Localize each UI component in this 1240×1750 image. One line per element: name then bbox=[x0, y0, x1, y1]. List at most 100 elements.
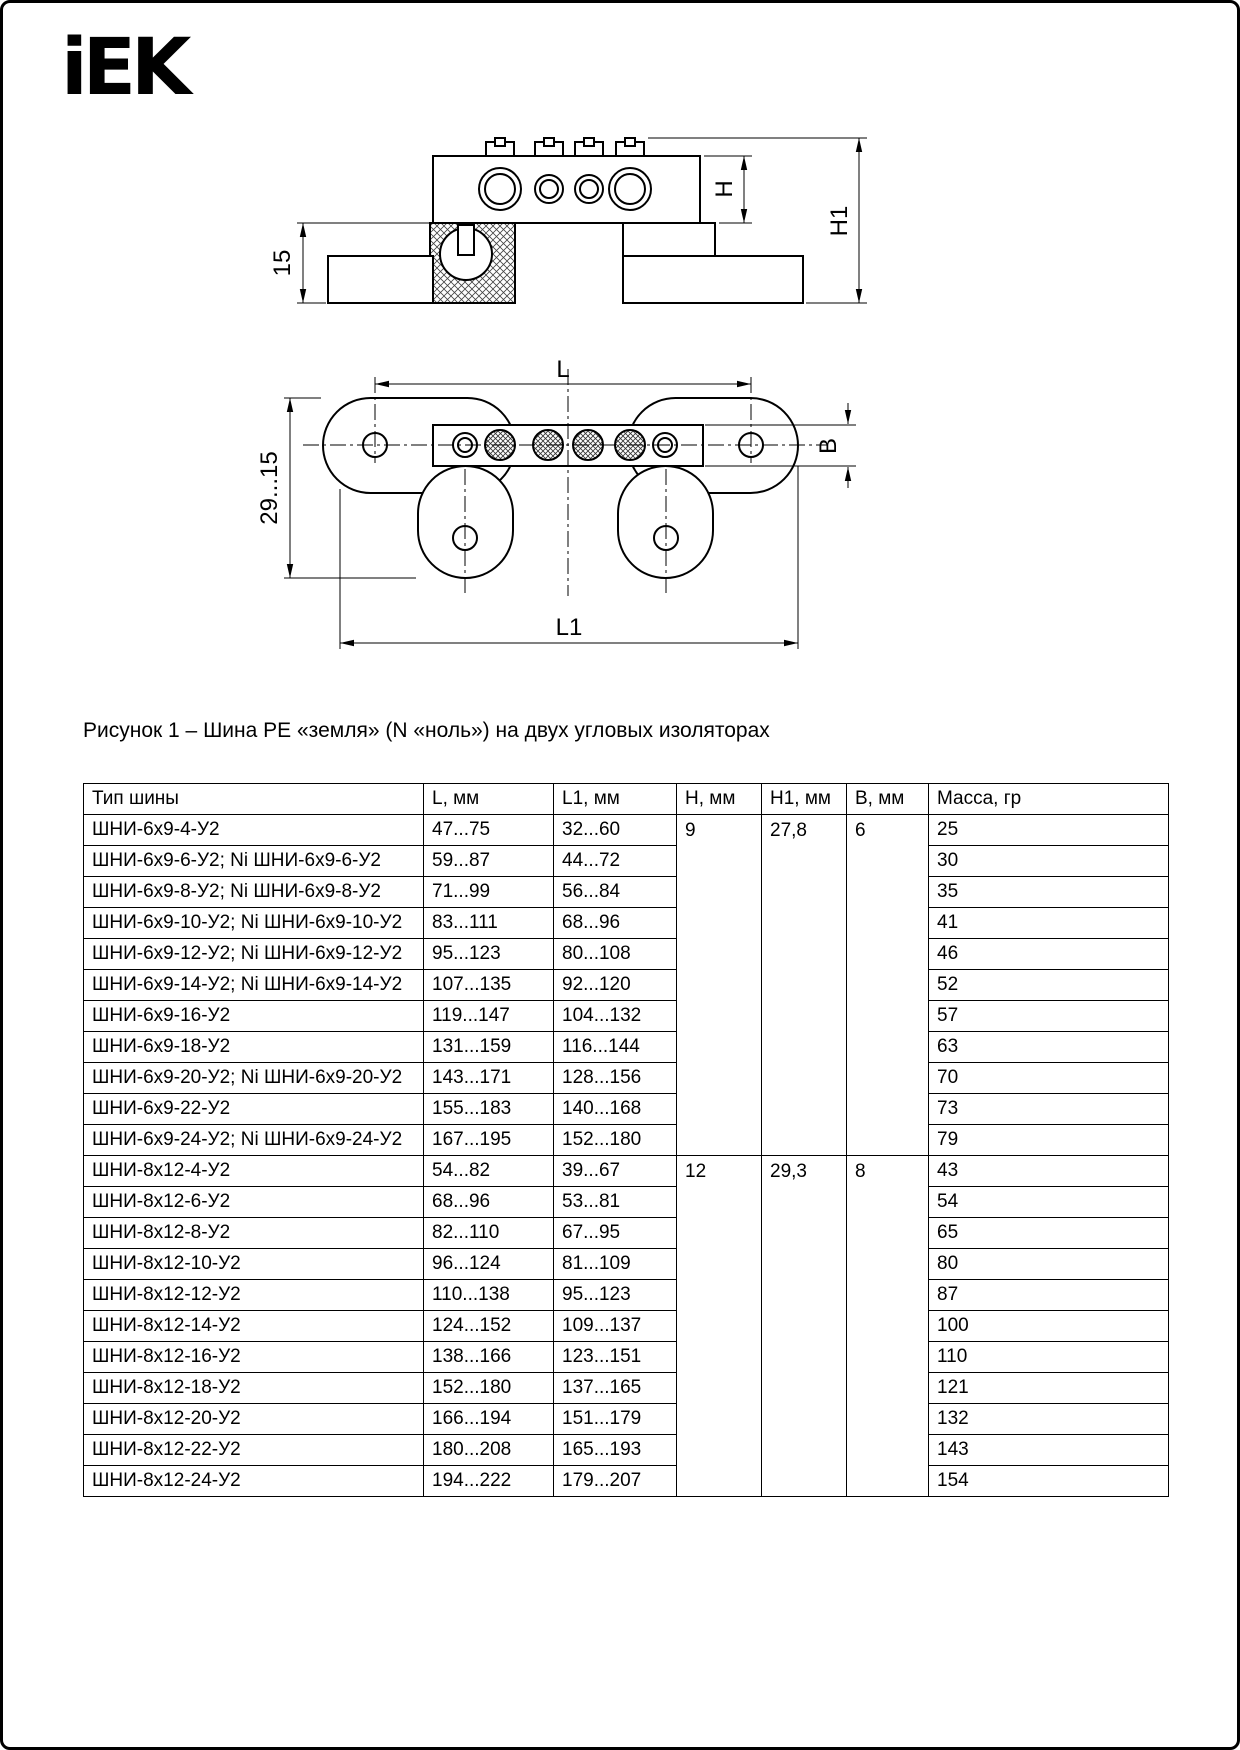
cell-bus-type: ШНИ-8x12-6-У2 bbox=[83, 1186, 424, 1218]
cell-l: 143...171 bbox=[423, 1062, 554, 1094]
left-base bbox=[327, 255, 434, 304]
cell-l: 119...147 bbox=[423, 1000, 554, 1032]
axis-lines bbox=[303, 369, 828, 596]
cell-l: 124...152 bbox=[423, 1310, 554, 1342]
col-header-h1: H1, мм bbox=[761, 783, 847, 815]
cell-mass: 57 bbox=[928, 1000, 1169, 1032]
cell-l1: 80...108 bbox=[553, 938, 677, 970]
cell-l1: 128...156 bbox=[553, 1062, 677, 1094]
cell-bus-type: ШНИ-6x9-14-У2; Ni ШНИ-6x9-14-У2 bbox=[83, 969, 424, 1001]
screw-tips bbox=[485, 137, 645, 157]
cell-mass: 52 bbox=[928, 969, 1169, 1001]
cell-mass: 154 bbox=[928, 1465, 1169, 1497]
cell-l1: 165...193 bbox=[553, 1434, 677, 1466]
cell-mass: 110 bbox=[928, 1341, 1169, 1373]
cell-bus-type: ШНИ-6x9-12-У2; Ni ШНИ-6x9-12-У2 bbox=[83, 938, 424, 970]
col-header-type: Тип шины bbox=[83, 783, 424, 815]
dim-label-b: B bbox=[815, 438, 842, 454]
right-step bbox=[622, 222, 716, 257]
cell-l1: 39...67 bbox=[553, 1155, 677, 1187]
cell-mass: 143 bbox=[928, 1434, 1169, 1466]
cell-h: 12 bbox=[676, 1155, 762, 1497]
cell-bus-type: ШНИ-8x12-14-У2 bbox=[83, 1310, 424, 1342]
cell-bus-type: ШНИ-6x9-4-У2 bbox=[83, 814, 424, 846]
spec-table: Тип шины L, мм L1, мм H, мм H1, мм B, мм… bbox=[83, 783, 1169, 1497]
cell-mass: 46 bbox=[928, 938, 1169, 970]
cell-mass: 65 bbox=[928, 1217, 1169, 1249]
cell-mass: 132 bbox=[928, 1403, 1169, 1435]
cell-bus-type: ШНИ-6x9-8-У2; Ni ШНИ-6x9-8-У2 bbox=[83, 876, 424, 908]
cell-l1: 68...96 bbox=[553, 907, 677, 939]
col-header-h: H, мм bbox=[676, 783, 762, 815]
cell-bus-type: ШНИ-8x12-10-У2 bbox=[83, 1248, 424, 1280]
cell-l1: 56...84 bbox=[553, 876, 677, 908]
dim-label-l1: L1 bbox=[556, 614, 583, 641]
screw-heads-front bbox=[478, 167, 652, 211]
plan-dimensions bbox=[284, 380, 856, 649]
cell-mass: 79 bbox=[928, 1124, 1169, 1156]
cell-bus-type: ШНИ-6x9-10-У2; Ni ШНИ-6x9-10-У2 bbox=[83, 907, 424, 939]
iek-logo: iEK bbox=[61, 23, 191, 113]
cell-l1: 32...60 bbox=[553, 814, 677, 846]
cell-l: 83...111 bbox=[423, 907, 554, 939]
cell-l: 107...135 bbox=[423, 969, 554, 1001]
cell-l1: 152...180 bbox=[553, 1124, 677, 1156]
cell-mass: 63 bbox=[928, 1031, 1169, 1063]
cell-bus-type: ШНИ-6x9-22-У2 bbox=[83, 1093, 424, 1125]
cell-bus-type: ШНИ-6x9-6-У2; Ni ШНИ-6x9-6-У2 bbox=[83, 845, 424, 877]
cell-l1: 44...72 bbox=[553, 845, 677, 877]
cell-l: 138...166 bbox=[423, 1341, 554, 1373]
cell-mass: 54 bbox=[928, 1186, 1169, 1218]
cell-l: 71...99 bbox=[423, 876, 554, 908]
cell-l: 95...123 bbox=[423, 938, 554, 970]
cell-bus-type: ШНИ-6x9-16-У2 bbox=[83, 1000, 424, 1032]
dim-label-range: 29...15 bbox=[256, 451, 283, 524]
cell-l: 166...194 bbox=[423, 1403, 554, 1435]
cell-l: 68...96 bbox=[423, 1186, 554, 1218]
front-dimensions bbox=[297, 137, 867, 304]
cell-l: 82...110 bbox=[423, 1217, 554, 1249]
bus-bar-front bbox=[432, 155, 701, 224]
cell-mass: 87 bbox=[928, 1279, 1169, 1311]
table-header-row: Тип шины L, мм L1, мм H, мм H1, мм B, мм… bbox=[83, 783, 1169, 815]
cell-bus-type: ШНИ-8x12-8-У2 bbox=[83, 1217, 424, 1249]
right-base bbox=[622, 255, 804, 304]
cell-mass: 80 bbox=[928, 1248, 1169, 1280]
col-header-l: L, мм bbox=[423, 783, 554, 815]
cell-h: 9 bbox=[676, 814, 762, 1156]
cell-l1: 137...165 bbox=[553, 1372, 677, 1404]
cell-bus-type: ШНИ-8x12-12-У2 bbox=[83, 1279, 424, 1311]
cell-l1: 95...123 bbox=[553, 1279, 677, 1311]
cell-bus-type: ШНИ-8x12-16-У2 bbox=[83, 1341, 424, 1373]
front-view bbox=[327, 137, 804, 304]
cell-mass: 25 bbox=[928, 814, 1169, 846]
cell-bus-type: ШНИ-8x12-4-У2 bbox=[83, 1155, 424, 1187]
cell-l1: 151...179 bbox=[553, 1403, 677, 1435]
cell-l1: 67...95 bbox=[553, 1217, 677, 1249]
cell-l1: 123...151 bbox=[553, 1341, 677, 1373]
technical-drawing: 15 H H1 bbox=[256, 137, 867, 649]
cell-mass: 43 bbox=[928, 1155, 1169, 1187]
cell-l1: 109...137 bbox=[553, 1310, 677, 1342]
col-header-b: B, мм bbox=[846, 783, 929, 815]
cell-l: 194...222 bbox=[423, 1465, 554, 1497]
cell-bus-type: ШНИ-8x12-22-У2 bbox=[83, 1434, 424, 1466]
cell-l: 131...159 bbox=[423, 1031, 554, 1063]
dim-label-h1: H1 bbox=[826, 206, 853, 237]
cell-l: 54...82 bbox=[423, 1155, 554, 1187]
cell-mass: 121 bbox=[928, 1372, 1169, 1404]
